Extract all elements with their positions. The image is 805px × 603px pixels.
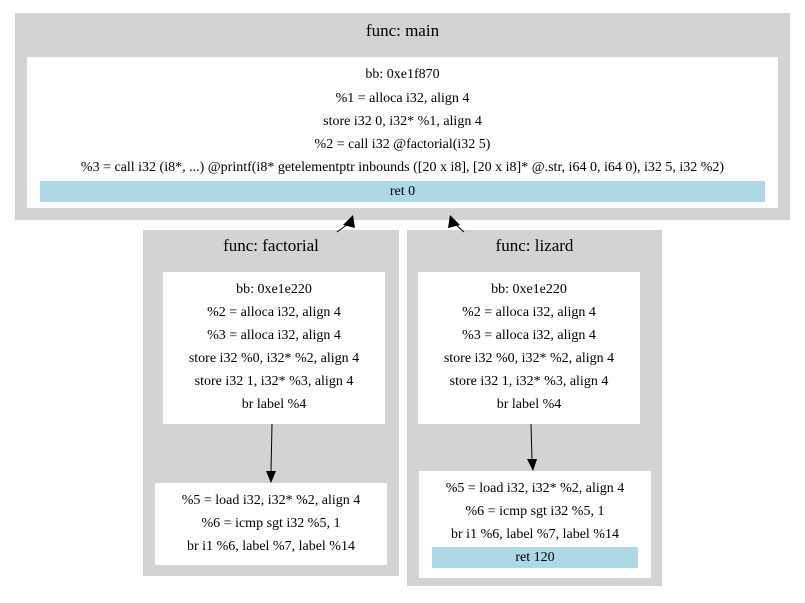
bb-line: %6 = icmp sgt i32 %5, 1 xyxy=(465,504,605,519)
basic-block-factorial-loop: %5 = load i32, i32* %2, align 4 %6 = icm… xyxy=(155,483,387,565)
bb-line: %2 = call i32 @factorial(i32 5) xyxy=(314,137,491,152)
bb-line: %5 = load i32, i32* %2, align 4 xyxy=(445,481,625,496)
bb-line: %5 = load i32, i32* %2, align 4 xyxy=(181,493,361,508)
basic-block-factorial-entry: bb: 0xe1e220 %2 = alloca i32, align 4 %3… xyxy=(163,272,385,424)
bb-line: store i32 0, i32* %1, align 4 xyxy=(323,114,482,129)
bb-line: %1 = alloca i32, align 4 xyxy=(335,91,470,106)
bb-line: store i32 %0, i32* %2, align 4 xyxy=(188,351,360,366)
bb-line: br label %4 xyxy=(496,397,562,412)
bb-line: %2 = alloca i32, align 4 xyxy=(462,305,596,320)
bb-line: store i32 1, i32* %3, align 4 xyxy=(194,374,354,389)
bb-line: bb: 0xe1f870 xyxy=(365,67,440,82)
basic-block-main: bb: 0xe1f870 %1 = alloca i32, align 4 st… xyxy=(27,57,778,208)
cluster-factorial: func: factorial bb: 0xe1e220 %2 = alloca… xyxy=(143,230,399,576)
bb-line: br label %4 xyxy=(241,397,307,412)
bb-line: bb: 0xe1e220 xyxy=(236,282,312,297)
bb-line: %3 = alloca i32, align 4 xyxy=(207,328,341,343)
bb-line: br i1 %6, label %7, label %14 xyxy=(187,539,355,554)
basic-block-lizard-entry: bb: 0xe1e220 %2 = alloca i32, align 4 %3… xyxy=(418,272,640,424)
cluster-title-factorial: func: factorial xyxy=(223,236,319,255)
cluster-main: func: main bb: 0xe1f870 %1 = alloca i32,… xyxy=(15,13,790,220)
bb-ret-highlight: ret 0 xyxy=(40,181,765,202)
basic-block-lizard-loop: %5 = load i32, i32* %2, align 4 %6 = icm… xyxy=(419,471,651,578)
cluster-title-main: func: main xyxy=(365,21,440,40)
bb-line: bb: 0xe1e220 xyxy=(491,282,567,297)
bb-line: %6 = icmp sgt i32 %5, 1 xyxy=(201,516,341,531)
bb-line: br i1 %6, label %7, label %14 xyxy=(451,527,619,542)
bb-line: %3 = call i32 (i8*, ...) @printf(i8* get… xyxy=(80,160,725,175)
bb-ret-highlight: ret 120 xyxy=(432,547,638,568)
cluster-lizard: func: lizard bb: 0xe1e220 %2 = alloca i3… xyxy=(407,230,662,586)
bb-line: store i32 1, i32* %3, align 4 xyxy=(449,374,609,389)
bb-line: %2 = alloca i32, align 4 xyxy=(207,305,341,320)
bb-line: store i32 %0, i32* %2, align 4 xyxy=(443,351,615,366)
bb-line: %3 = alloca i32, align 4 xyxy=(462,328,596,343)
cluster-title-lizard: func: lizard xyxy=(495,236,574,255)
